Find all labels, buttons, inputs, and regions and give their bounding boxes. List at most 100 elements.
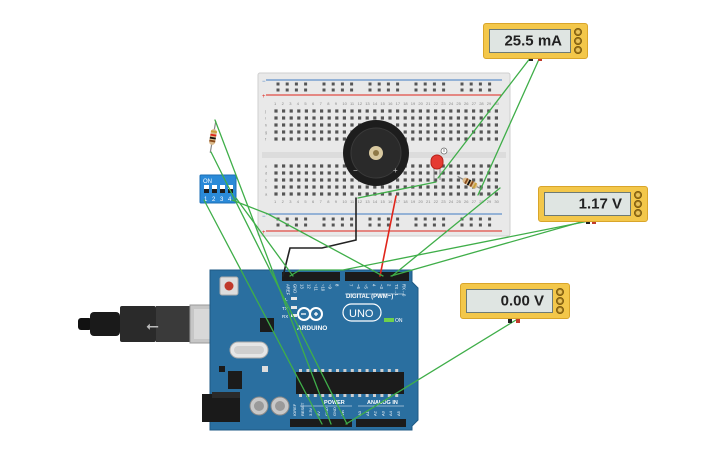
bb-column-number: 29 xyxy=(487,101,492,106)
bb-column-number: 1 xyxy=(274,101,277,106)
usb-icon: ⭠ xyxy=(146,318,159,335)
bb-row-letter: h xyxy=(265,123,267,128)
power-pin-label: A4 xyxy=(388,410,393,416)
bb-column-number: 13 xyxy=(365,101,370,106)
multimeter-voltage-1[interactable]: 1.17 V xyxy=(538,186,648,222)
wires[interactable] xyxy=(203,56,595,425)
digital-pin-label: 2 xyxy=(387,284,392,287)
wire-resistor-gnd xyxy=(210,151,348,425)
bb-column-number: 29 xyxy=(487,199,492,204)
analog-header-label: ANALOG IN xyxy=(367,400,398,406)
red-led[interactable] xyxy=(430,147,448,182)
multimeter-current[interactable]: 25.5 mA xyxy=(483,23,588,59)
power-rail-top[interactable] xyxy=(276,82,492,92)
bb-column-number: 3 xyxy=(289,101,292,106)
bb-column-number: 7 xyxy=(320,199,323,204)
digital-pin-label: 13 xyxy=(300,284,305,289)
bb-column-number: 26 xyxy=(464,101,469,106)
wire-led-ground xyxy=(357,181,437,199)
breadboard-holes[interactable] xyxy=(274,109,498,196)
digital-pin-label: 12 xyxy=(307,284,312,289)
bb-column-number: 21 xyxy=(426,101,431,106)
bb-row-letter: e xyxy=(265,164,268,169)
bb-column-number: 5 xyxy=(304,101,307,106)
resistor-pulldown[interactable] xyxy=(207,121,218,154)
bb-column-number: 2 xyxy=(282,101,285,106)
dip-on-label: ON xyxy=(203,179,212,185)
bb-column-number: 22 xyxy=(434,101,439,106)
power-pin-label: 5V xyxy=(316,411,321,416)
multimeter-current-display: 25.5 mA xyxy=(489,29,571,53)
bb-column-number: 12 xyxy=(358,101,363,106)
bb-column-number: 11 xyxy=(350,199,355,204)
bb-column-number: 18 xyxy=(403,199,408,204)
voltage-1-reading: 1.17 V xyxy=(578,195,622,213)
bb-column-number: 24 xyxy=(449,199,454,204)
arduino-model-text: UNO xyxy=(349,308,374,320)
bb-column-number: 6 xyxy=(312,199,315,204)
bb-column-number: 19 xyxy=(411,199,416,204)
multimeter-voltage-2-display: 0.00 V xyxy=(466,289,553,313)
bb-column-number: 14 xyxy=(373,101,378,106)
wire-ammeter-1 xyxy=(437,56,532,179)
piezo-buzzer[interactable]: − + xyxy=(343,120,409,186)
wire-voltmeter1-b xyxy=(289,219,595,277)
bb-row-letter: a xyxy=(265,192,268,197)
bb-column-number: 13 xyxy=(365,199,370,204)
wire-dip-to-bb xyxy=(231,199,384,277)
digital-pin-label: ~10 xyxy=(321,284,326,292)
multimeter-voltage-2[interactable]: 0.00 V xyxy=(460,283,570,319)
bb-column-number: 20 xyxy=(418,101,423,106)
digital-pin-label: GND xyxy=(293,284,298,293)
bb-column-number: 25 xyxy=(456,199,461,204)
bb-column-number: 2 xyxy=(282,199,285,204)
l-led-label: L xyxy=(285,297,288,302)
bb-column-number: 10 xyxy=(342,199,347,204)
bb-row-letter: f xyxy=(265,137,267,142)
multimeter-voltage-1-display: 1.17 V xyxy=(544,192,631,216)
svg-text:−: − xyxy=(262,214,266,220)
bb-column-number: 10 xyxy=(342,101,347,106)
bb-column-number: 28 xyxy=(479,101,484,106)
power-pin-label: A2 xyxy=(373,410,378,416)
digital-pin-label: RX←0 xyxy=(402,284,407,297)
power-jack[interactable] xyxy=(202,394,240,422)
buzzer-plus-label: + xyxy=(393,166,398,175)
bb-column-number: 9 xyxy=(335,199,338,204)
bb-column-number: 1 xyxy=(274,199,277,204)
dip-switch[interactable]: ON 1 2 3 4 xyxy=(199,174,237,204)
digital-pin-label: ~5 xyxy=(364,284,369,289)
arduino-infinity-logo xyxy=(297,307,323,321)
resistor-breadboard[interactable] xyxy=(456,174,484,192)
bb-column-number: 30 xyxy=(494,101,499,106)
multimeter-voltage-1-knobs[interactable] xyxy=(634,191,644,218)
power-pin-label: A3 xyxy=(380,410,385,416)
bb-column-number: 3 xyxy=(289,199,292,204)
bb-column-number: 20 xyxy=(418,199,423,204)
bb-column-number: 6 xyxy=(312,101,315,106)
multimeter-current-knobs[interactable] xyxy=(574,28,584,55)
svg-text:+: + xyxy=(262,94,266,100)
power-pin-label: IOREF xyxy=(292,403,297,416)
wire-dip-5v xyxy=(203,199,323,425)
rx-led-label: RX xyxy=(282,314,288,319)
digital-pin-label: 4 xyxy=(371,284,376,287)
wire-voltmeter2 xyxy=(345,319,517,425)
digital-pin-label: ~11 xyxy=(314,284,319,291)
digital-pin-label: 8 xyxy=(335,284,340,287)
bb-column-number: 26 xyxy=(464,199,469,204)
bb-column-number: 15 xyxy=(380,199,385,204)
multimeter-voltage-2-knobs[interactable] xyxy=(556,288,566,315)
power-rail-bottom[interactable] xyxy=(276,217,492,227)
on-led-label: ON xyxy=(395,318,403,324)
digital-header-label: DIGITAL (PWM~) xyxy=(346,294,393,300)
bb-column-number: 4 xyxy=(297,101,300,106)
bb-column-number: 16 xyxy=(388,101,393,106)
bb-column-number: 14 xyxy=(373,199,378,204)
bb-column-number: 25 xyxy=(456,101,461,106)
bb-column-number: 12 xyxy=(358,199,363,204)
svg-text:−: − xyxy=(262,79,266,85)
dip-number-3: 3 xyxy=(220,197,224,203)
